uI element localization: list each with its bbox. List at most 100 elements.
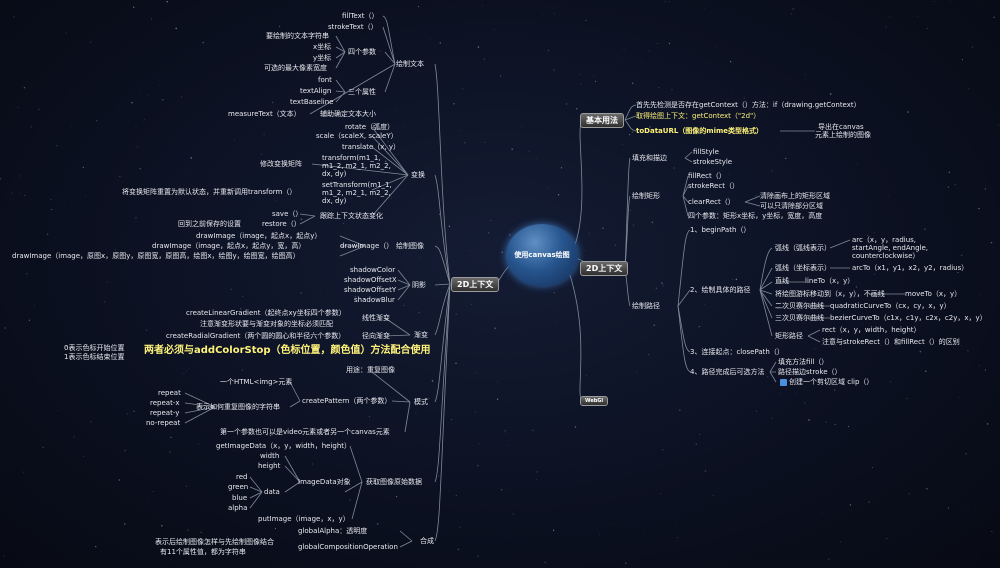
star	[804, 74, 806, 76]
star	[429, 37, 431, 39]
star	[202, 41, 204, 44]
width-prop: width	[260, 452, 280, 460]
star	[148, 498, 150, 500]
star	[958, 397, 960, 398]
star	[490, 318, 491, 319]
star	[658, 86, 660, 89]
star	[396, 109, 398, 111]
star	[965, 452, 967, 455]
star	[868, 501, 870, 503]
star	[397, 153, 399, 155]
moveTo-fn: moveTo（x，y）	[905, 290, 962, 298]
star	[504, 430, 506, 432]
branch-webgl[interactable]: WebGl	[580, 396, 609, 406]
star	[42, 446, 44, 449]
star	[716, 362, 718, 364]
star	[115, 249, 117, 251]
transform-title: 变换	[411, 171, 425, 179]
star	[926, 488, 928, 490]
star	[455, 494, 457, 497]
star	[261, 153, 262, 155]
repeat-x-value: repeat-x	[150, 399, 180, 407]
star	[403, 305, 405, 306]
star	[704, 304, 705, 305]
star	[226, 320, 228, 322]
star	[771, 170, 773, 172]
star	[189, 368, 190, 369]
star	[782, 143, 783, 145]
shadowOffsetX-prop: shadowOffsetX	[344, 276, 397, 284]
star	[404, 126, 406, 128]
star	[978, 207, 980, 210]
branch-2d-context-left[interactable]: 2D上下文	[451, 277, 500, 292]
star	[395, 495, 398, 498]
star	[679, 409, 681, 412]
star	[376, 300, 379, 302]
shadow-title: 阴影	[412, 281, 426, 289]
star	[631, 131, 634, 133]
star	[484, 141, 486, 143]
star	[501, 251, 503, 253]
star	[23, 87, 26, 89]
branch-basic-usage[interactable]: 基本用法	[580, 113, 624, 128]
star	[319, 519, 321, 521]
star	[873, 273, 876, 275]
star	[861, 323, 863, 324]
star	[186, 485, 188, 487]
star	[278, 25, 281, 28]
star	[873, 232, 875, 233]
star	[886, 538, 888, 539]
branch-2d-context-right[interactable]: 2D上下文	[580, 261, 629, 276]
star	[553, 292, 555, 294]
star	[65, 345, 68, 348]
star	[451, 419, 452, 421]
star	[980, 293, 982, 295]
star	[75, 61, 77, 63]
star	[821, 512, 823, 514]
star	[81, 81, 82, 82]
star	[351, 198, 352, 200]
star	[712, 494, 714, 496]
clearRect-note-1: 清除画布上的矩形区域	[760, 192, 830, 200]
path-step-3: 3、连接起点：closePath（）	[690, 348, 784, 356]
star	[65, 32, 67, 34]
star	[641, 60, 643, 62]
star	[470, 303, 473, 305]
basic-line-3: toDataURL（图像的mime类型格式）	[636, 127, 764, 135]
text-param-2: x坐标	[313, 43, 332, 51]
quad-label: 二次贝赛尔曲线	[775, 302, 824, 310]
star	[148, 94, 149, 96]
star	[477, 555, 479, 558]
star	[170, 436, 172, 439]
fillText-fn: fillText（）	[342, 12, 379, 20]
clearRect-item: clearRect（）	[688, 198, 735, 206]
drawImage-fn: drawImage（）	[340, 242, 394, 250]
star	[984, 369, 986, 371]
star	[585, 374, 587, 376]
linear-gradient-label: 线性渐变	[362, 314, 390, 322]
save-fn: save（）	[272, 210, 303, 218]
arc-params-1: arc（x，y，radius,	[852, 236, 917, 244]
center-node[interactable]: 使用canvas绘图	[506, 224, 578, 286]
star	[949, 0, 951, 2]
pattern-param-repeat: 表示如何重复图像的字符串	[196, 403, 280, 411]
star	[756, 410, 757, 412]
restore-note: 回到之前保存的设置	[178, 220, 241, 228]
star	[488, 232, 490, 234]
star	[574, 426, 577, 428]
rect-note: 注意与strokeRect（）和fillRect（）的区别	[822, 338, 960, 346]
transform-fn-3: dx, dy)	[322, 170, 347, 178]
star	[755, 195, 757, 197]
star	[632, 224, 635, 226]
star	[226, 536, 228, 538]
star	[553, 69, 555, 71]
star	[948, 171, 951, 174]
star	[599, 534, 600, 535]
star	[585, 19, 587, 21]
star	[199, 299, 201, 301]
star	[304, 515, 306, 517]
imagedata-title: 获取图像原始数据	[366, 478, 422, 486]
star	[126, 413, 128, 415]
star	[242, 295, 244, 297]
star	[500, 488, 503, 491]
